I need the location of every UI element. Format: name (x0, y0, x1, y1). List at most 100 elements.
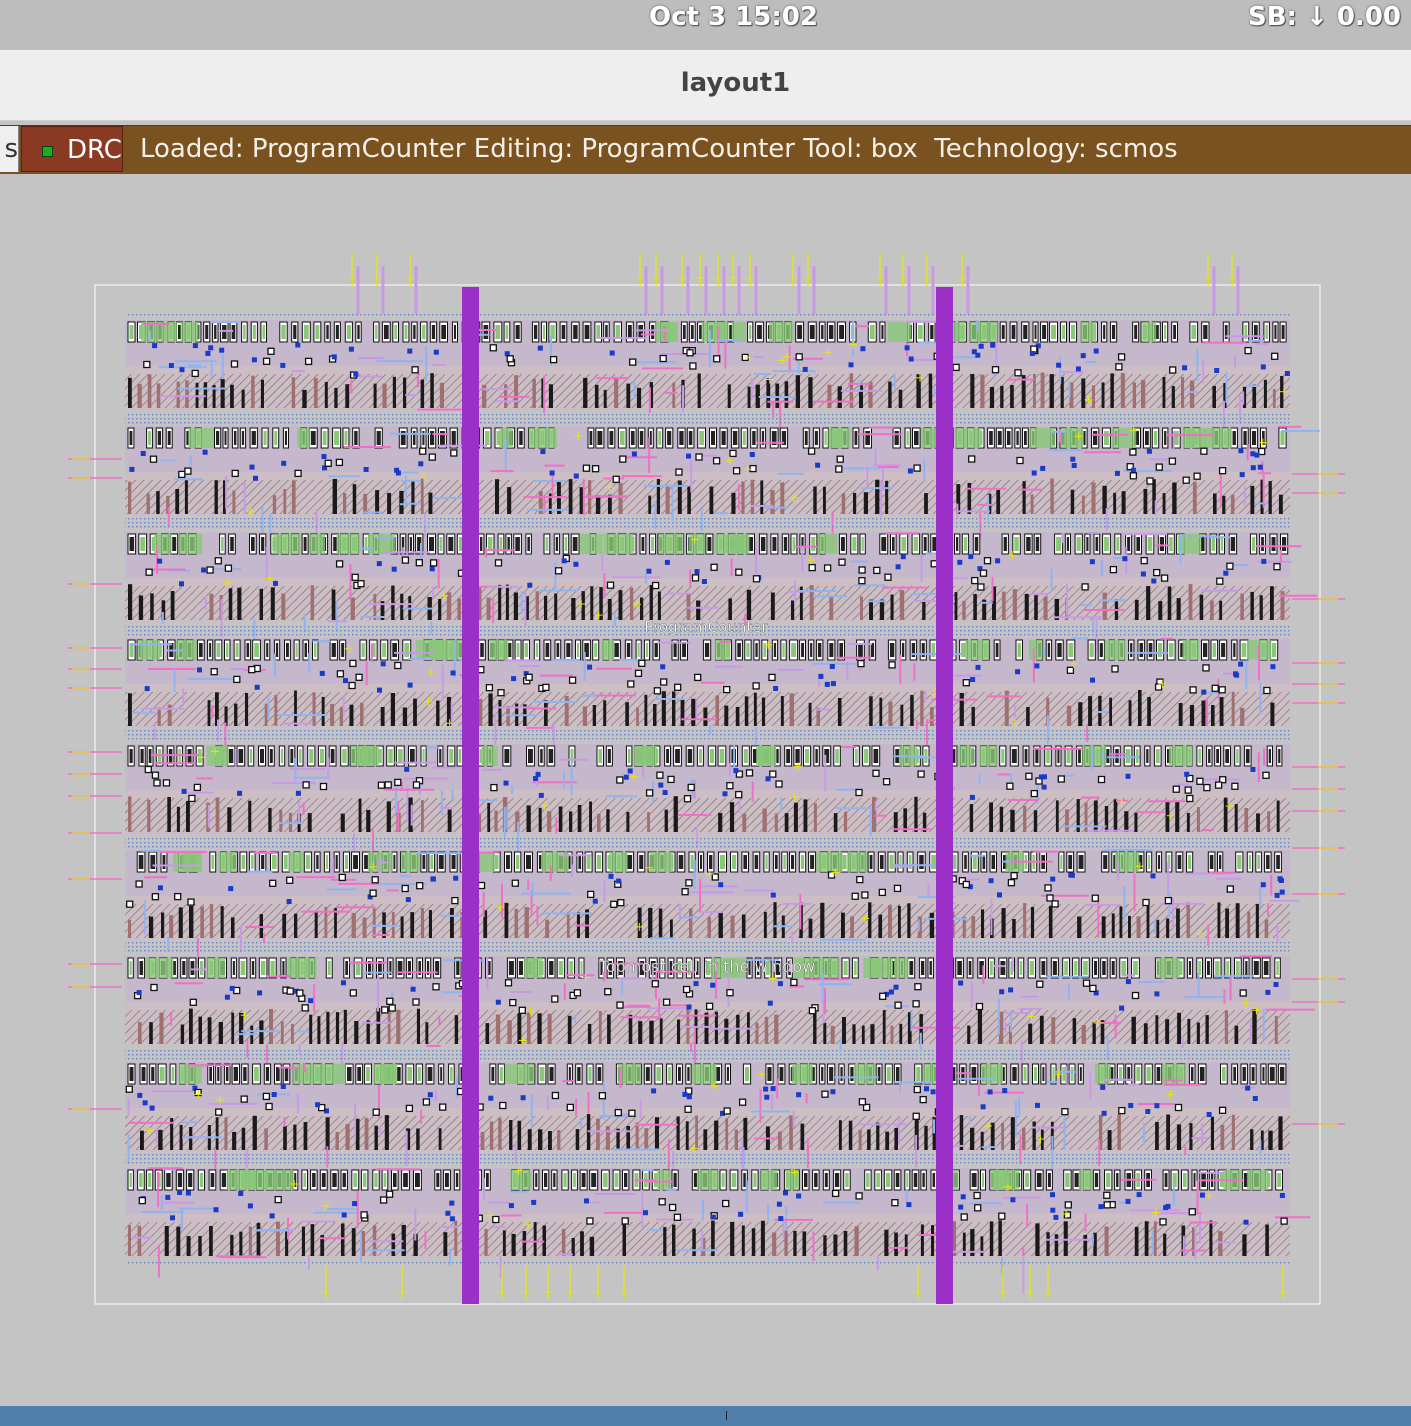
layout-shape (249, 749, 253, 763)
layout-shape (335, 855, 338, 869)
layout-shape (402, 707, 408, 726)
layout-shape (970, 1127, 975, 1150)
layout-shape (431, 325, 436, 339)
clock[interactable]: Oct 3 15:02 (649, 2, 818, 32)
layout-shape (971, 916, 976, 938)
layout-shape (224, 994, 230, 1000)
layout-shape (154, 322, 177, 342)
layout-shape (1028, 1023, 1033, 1044)
layout-shape (1225, 908, 1229, 938)
layout-shape (689, 908, 693, 938)
layout-shape (884, 991, 889, 997)
layout-shape (1188, 1208, 1196, 1216)
layout-shape (913, 1085, 921, 1094)
layout-shape (885, 1131, 890, 1150)
layout-shape (686, 1004, 692, 1010)
layout-shape (894, 1232, 898, 1256)
layout-shape (1066, 705, 1072, 726)
layout-shape (706, 961, 711, 975)
layout-shape (656, 1067, 661, 1081)
left-tab-button[interactable]: s (0, 126, 19, 172)
layout-shape (1046, 1232, 1050, 1256)
layout-shape (264, 703, 268, 726)
layout-shape (732, 431, 738, 445)
layout-shape (775, 961, 781, 975)
layout-shape (1035, 1223, 1040, 1256)
layout-shape (1213, 493, 1217, 514)
layout-canvas[interactable]: ProgramCounter Topmost cell in the windo… (0, 174, 1411, 1406)
layout-shape (318, 1103, 326, 1112)
layout-shape (1111, 913, 1115, 938)
drc-button[interactable]: DRC (21, 126, 123, 172)
layout-shape (235, 643, 239, 657)
layout-shape (482, 384, 487, 408)
layout-shape (869, 855, 873, 869)
window-titlebar[interactable]: layout1 (0, 50, 1411, 121)
layout-shape (718, 812, 723, 832)
layout-shape (735, 706, 740, 726)
layout-shape (386, 801, 391, 832)
layout-shape (125, 842, 1290, 848)
layout-shape (525, 673, 533, 681)
layout-shape (205, 350, 211, 356)
layout-shape (614, 377, 619, 408)
layout-shape (823, 486, 826, 514)
layout-shape (153, 534, 172, 554)
layout-shape (554, 593, 558, 620)
layout-shape (648, 495, 652, 514)
layout-shape (776, 749, 779, 763)
layout-shape (261, 537, 265, 551)
layout-shape (995, 643, 999, 657)
layout-shape (239, 1231, 243, 1256)
layout-shape (1050, 1207, 1056, 1213)
layout-shape (920, 1224, 924, 1256)
layout-shape (294, 690, 297, 726)
speed-indicator[interactable]: SB: ↓ 0.00 (1248, 2, 1401, 32)
layout-shape (664, 559, 670, 565)
layout-shape (571, 1238, 575, 1256)
layout-shape (1146, 586, 1151, 620)
layout-shape (1279, 889, 1285, 895)
layout-shape (1120, 373, 1125, 408)
layout-shape (299, 749, 302, 763)
layout-shape (778, 1216, 784, 1222)
layout-shape (335, 1012, 340, 1044)
layout-shape (979, 569, 988, 577)
layout-shape (1233, 1067, 1236, 1081)
layout-shape (892, 961, 895, 975)
layout-shape (1010, 872, 1018, 880)
layout-shape (1001, 749, 1005, 763)
layout-shape (612, 475, 620, 483)
layout-shape (606, 809, 610, 832)
layout-shape (410, 986, 416, 992)
layout-shape (584, 325, 590, 339)
layout-shape (549, 470, 555, 476)
layout-shape (704, 643, 710, 657)
layout-shape (569, 961, 573, 975)
layout-shape (422, 431, 425, 445)
layout-shape (1224, 325, 1228, 339)
layout-shape (1188, 584, 1193, 620)
layout-drawing[interactable]: ProgramCounter Topmost cell in the windo… (0, 174, 1411, 1406)
layout-shape (981, 909, 985, 938)
layout-shape (416, 882, 424, 890)
layout-shape (178, 470, 186, 479)
layout-shape (1163, 1233, 1167, 1256)
layout-shape (251, 961, 255, 975)
layout-shape (729, 802, 735, 832)
layout-shape (284, 1067, 289, 1081)
layout-shape (455, 1173, 459, 1187)
layout-shape (887, 322, 912, 342)
layout-shape (1021, 375, 1026, 408)
layout-shape (760, 1170, 778, 1190)
layout-shape (1216, 577, 1224, 585)
layout-shape (1029, 351, 1035, 356)
layout-shape (128, 693, 132, 726)
layout-shape (580, 961, 583, 975)
layout-shape (607, 1014, 611, 1044)
layout-shape (485, 1173, 489, 1187)
layout-shape (1132, 382, 1136, 408)
layout-shape (795, 375, 800, 408)
bottom-scrollbar[interactable] (0, 1406, 1411, 1426)
layout-shape (790, 978, 798, 987)
